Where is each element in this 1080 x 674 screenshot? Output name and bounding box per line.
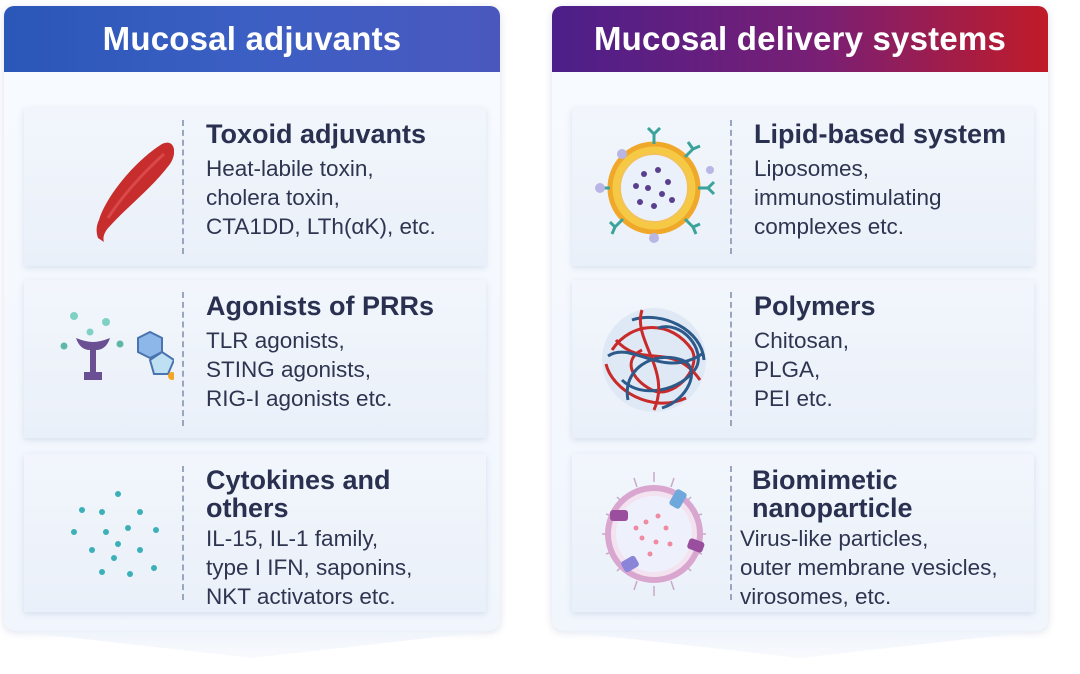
card-divider xyxy=(182,292,184,426)
card-text-line: Liposomes, xyxy=(754,156,870,181)
receptor-agonist-icon xyxy=(44,280,176,438)
biomimetic-nanoparticle-icon xyxy=(592,454,722,612)
mucosal-adjuvants-panel: Mucosal adjuvants Toxoid adjuvants Heat-… xyxy=(4,6,500,658)
panel-pointer xyxy=(552,630,1048,658)
cytokine-dots-icon xyxy=(44,454,174,612)
card-text-line: NKT activators etc. xyxy=(206,584,396,609)
card-toxoid-adjuvants: Toxoid adjuvants Heat-labile toxin, chol… xyxy=(24,108,486,266)
card-heading-line: Biomimetic xyxy=(752,465,898,495)
card-divider xyxy=(730,466,732,600)
card-text-line: type I IFN, saponins, xyxy=(206,555,413,580)
card-heading: Toxoid adjuvants xyxy=(206,119,427,149)
panel-title-adjuvants: Mucosal adjuvants xyxy=(4,6,500,72)
card-text-line: Chitosan, xyxy=(754,328,850,353)
card-biomimetic-nanoparticle: Biomimetic nanoparticle Virus-like parti… xyxy=(572,454,1034,612)
toxin-icon xyxy=(44,108,175,266)
card-divider xyxy=(182,466,184,600)
card-heading-line: nanoparticle xyxy=(752,493,913,523)
card-lipid-based-system: Lipid-based system Liposomes, immunostim… xyxy=(572,108,1034,266)
polymer-ball-icon xyxy=(592,280,722,438)
card-polymers: Polymers Chitosan, PLGA, PEI etc. xyxy=(572,280,1034,438)
card-heading-line: others xyxy=(206,493,289,523)
card-text-line: RIG-I agonists etc. xyxy=(206,386,393,411)
liposome-icon xyxy=(592,108,722,266)
card-heading: Agonists of PRRs xyxy=(206,291,435,321)
card-divider xyxy=(730,120,732,254)
card-text-line: CTA1DD, LTh(αK), etc. xyxy=(206,214,436,239)
card-text-line: PEI etc. xyxy=(754,386,833,411)
mucosal-delivery-systems-panel: Mucosal delivery systems xyxy=(552,6,1048,658)
panel-title-delivery-systems: Mucosal delivery systems xyxy=(552,6,1048,72)
card-divider xyxy=(182,120,184,254)
card-text-line: cholera toxin, xyxy=(206,185,340,210)
card-heading: Lipid-based system xyxy=(754,119,1007,149)
card-cytokines-and-others: Cytokines and others IL-15, IL-1 family,… xyxy=(24,454,486,612)
card-heading: Cytokines and others xyxy=(206,466,478,522)
card-text-line: Virus-like particles, xyxy=(740,526,929,551)
card-heading: Biomimetic nanoparticle xyxy=(740,466,1026,522)
card-agonists-of-prrs: Agonists of PRRs TLR agonists, STING ago… xyxy=(24,280,486,438)
card-text-line: PLGA, xyxy=(754,357,821,382)
card-divider xyxy=(730,292,732,426)
card-text-line: Heat-labile toxin, xyxy=(206,156,374,181)
card-text-line: immunostimulating xyxy=(754,185,942,210)
panel-pointer xyxy=(4,630,500,658)
card-heading-line: Cytokines and xyxy=(206,465,391,495)
card-text-line: TLR agonists, xyxy=(206,328,345,353)
card-text-line: virosomes, etc. xyxy=(740,584,892,609)
card-text-line: outer membrane vesicles, xyxy=(740,555,998,580)
card-text-line: STING agonists, xyxy=(206,357,372,382)
card-text-line: complexes etc. xyxy=(754,214,905,239)
card-heading: Polymers xyxy=(754,291,876,321)
card-text-line: IL-15, IL-1 family, xyxy=(206,526,379,551)
